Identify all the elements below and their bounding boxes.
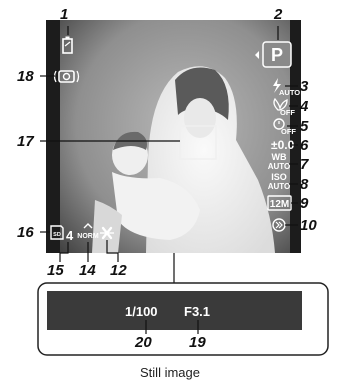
callout-20: 20 — [135, 334, 152, 351]
mode-letter: P — [271, 45, 283, 65]
zoom-panel: 1/100 F3.1 — [37, 282, 329, 356]
flash-icon: AUTO — [273, 78, 300, 97]
iso-icon: ISO AUTO — [268, 172, 291, 191]
callout-1: 1 — [60, 6, 69, 23]
callout-17: 17 — [17, 133, 34, 150]
compression-label: NORM — [77, 233, 99, 240]
macro-icon: OFF — [273, 97, 295, 117]
white-balance-icon: WB AUTO — [268, 152, 291, 171]
flash-mode-label: AUTO — [279, 88, 300, 97]
memory-card-icon: SD — [50, 225, 64, 240]
wb-label: WB — [272, 152, 287, 162]
callout-8: 8 — [300, 176, 309, 193]
callout-6: 6 — [300, 137, 309, 154]
callout-15: 15 — [47, 262, 64, 279]
callout-16: 16 — [17, 224, 34, 241]
iso-value: AUTO — [268, 182, 291, 191]
camera-shake-warning-icon — [100, 226, 114, 240]
callout-2: 2 — [274, 6, 283, 23]
aperture-value: F3.1 — [184, 304, 210, 319]
storable-count: 4 — [66, 228, 74, 243]
compression-icon: NORM — [77, 223, 99, 240]
image-size-value: 12M — [270, 199, 289, 210]
wb-value: AUTO — [268, 162, 291, 171]
shutter-speed-value: 1/100 — [125, 304, 158, 319]
macro-mode-label: OFF — [280, 108, 295, 117]
callout-5: 5 — [300, 118, 309, 135]
image-size-icon: 12M — [267, 195, 292, 211]
af-target-mark — [179, 125, 217, 160]
callout-3: 3 — [300, 78, 309, 95]
callout-4: 4 — [300, 98, 309, 115]
callout-12: 12 — [110, 262, 127, 279]
callout-7: 7 — [300, 156, 309, 173]
callout-9: 9 — [300, 195, 309, 212]
leader-lines — [40, 26, 298, 283]
battery-icon — [62, 36, 73, 54]
callout-10: 10 — [300, 217, 317, 234]
self-timer-label: OFF — [281, 127, 296, 136]
callout-19: 19 — [189, 334, 206, 351]
exposure-compensation-value: ±0.0 — [271, 138, 295, 152]
figure-caption: Still image — [140, 365, 200, 380]
self-timer-icon: OFF — [273, 118, 296, 136]
iso-label: ISO — [271, 172, 287, 182]
card-label: SD — [53, 232, 61, 238]
callout-18: 18 — [17, 68, 34, 85]
callout-14: 14 — [79, 262, 96, 279]
program-mode-icon[interactable]: P — [255, 41, 292, 68]
